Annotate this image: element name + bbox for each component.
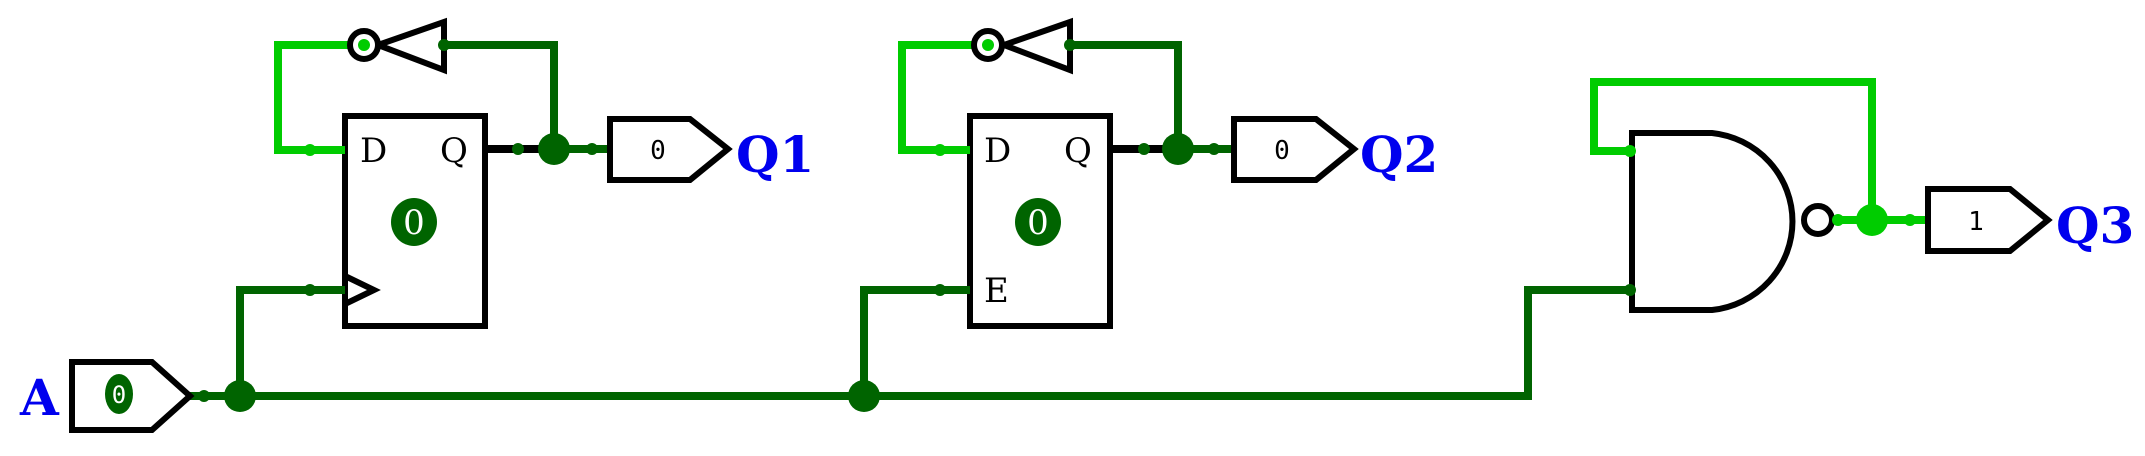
ff1-d-label: D: [360, 131, 387, 171]
nand-gate[interactable]: [1629, 130, 1835, 313]
ff2-state-value: 0: [1027, 203, 1049, 243]
output-q3-label: Q3: [2056, 196, 2134, 255]
ff1-state-indicator: [391, 198, 437, 246]
output-pin-q3: 1: [1925, 186, 2053, 254]
input-pin-a[interactable]: 0: [69, 359, 195, 433]
output-pin-q2: 0: [1231, 116, 1359, 183]
pin-dots: [198, 39, 1916, 402]
input-a-value: 0: [112, 381, 126, 409]
output-q1-label: Q1: [736, 125, 814, 184]
junction-dot-bus-2: [848, 380, 880, 412]
junction-dot-bus-1: [224, 380, 256, 412]
ff2-state-indicator: [1015, 198, 1061, 246]
junction-dot-q1: [538, 133, 570, 165]
input-a-label: A: [19, 368, 60, 427]
output-q2-label: Q2: [1360, 125, 1438, 184]
input-a-state-indicator[interactable]: [105, 374, 133, 414]
ff1-state-value: 0: [403, 203, 425, 243]
junction-dots: [224, 133, 1888, 412]
output-q2-value: 0: [1274, 136, 1290, 166]
ff2-q-label: Q: [1064, 131, 1092, 171]
ff2-d-label: D: [984, 131, 1011, 171]
d-flip-flop-2[interactable]: D Q E 0: [967, 113, 1113, 329]
d-flip-flop-1[interactable]: D Q 0: [342, 113, 488, 329]
output-pin-q1: 0: [607, 116, 733, 183]
ff2-e-label: E: [984, 271, 1009, 311]
junction-dot-q2: [1162, 133, 1194, 165]
nand-gate-bubble: [1801, 203, 1835, 237]
ff1-q-label: Q: [440, 131, 468, 171]
junction-dot-q3: [1856, 204, 1888, 236]
ff1-clock-icon: [343, 273, 381, 307]
output-q1-value: 0: [650, 136, 666, 166]
output-q3-value: 1: [1968, 207, 1984, 237]
